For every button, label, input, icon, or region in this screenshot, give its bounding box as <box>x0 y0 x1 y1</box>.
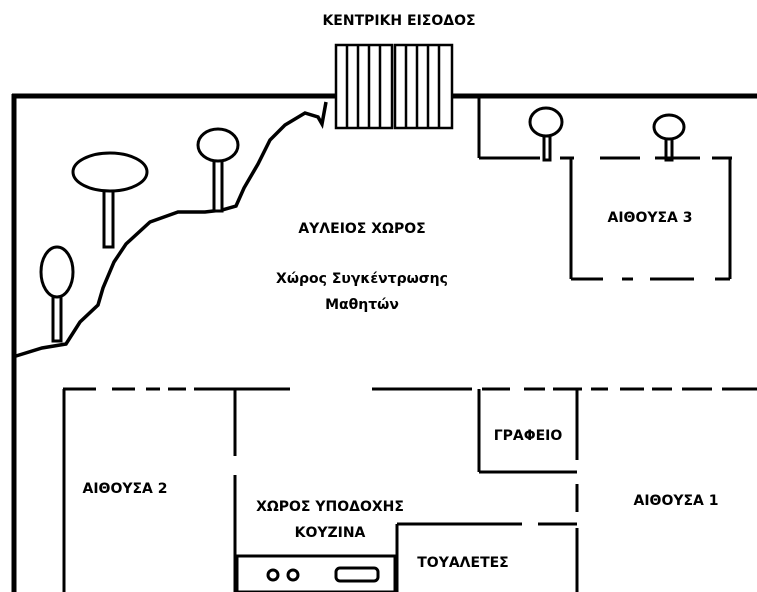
interior-walls <box>62 389 579 592</box>
gathering-area-label-line2: Μαθητών <box>325 297 399 313</box>
tree-medium <box>196 127 240 213</box>
classroom-3-walls <box>560 156 732 281</box>
classroom-3-label: ΑΙΘΟΥΣΑ 3 <box>607 210 693 226</box>
tree-right-2 <box>652 113 686 162</box>
tree-large <box>71 151 149 249</box>
gathering-area-label-line1: Χώρος Συγκέντρωσης <box>276 271 448 287</box>
entrance-gate <box>334 43 454 130</box>
reception-label-line1: ΧΩΡΟΣ ΥΠΟΔΟΧΗΣ <box>256 499 404 515</box>
toilets-label: ΤΟΥΑΛΕΤΕΣ <box>417 555 509 571</box>
outer-wall <box>11 93 757 592</box>
garden-enclosure <box>477 96 540 160</box>
classroom-2-label: ΑΙΘΟΥΣΑ 2 <box>82 481 168 497</box>
office-label: ΓΡΑΦΕΙΟ <box>493 428 563 444</box>
stove <box>235 554 397 592</box>
garden-boundary <box>15 101 328 358</box>
classroom-1-label: ΑΙΘΟΥΣΑ 1 <box>633 493 719 509</box>
courtyard-label: ΑΥΛΕΙΟΣ ΧΩΡΟΣ <box>298 221 426 237</box>
tree-small <box>39 245 75 343</box>
reception-label-line2: ΚΟΥΖΙΝΑ <box>294 525 366 541</box>
tree-right-1 <box>528 106 564 162</box>
main-entrance-label: ΚΕΝΤΡΙΚΗ ΕΙΣΟΔΟΣ <box>322 13 476 29</box>
